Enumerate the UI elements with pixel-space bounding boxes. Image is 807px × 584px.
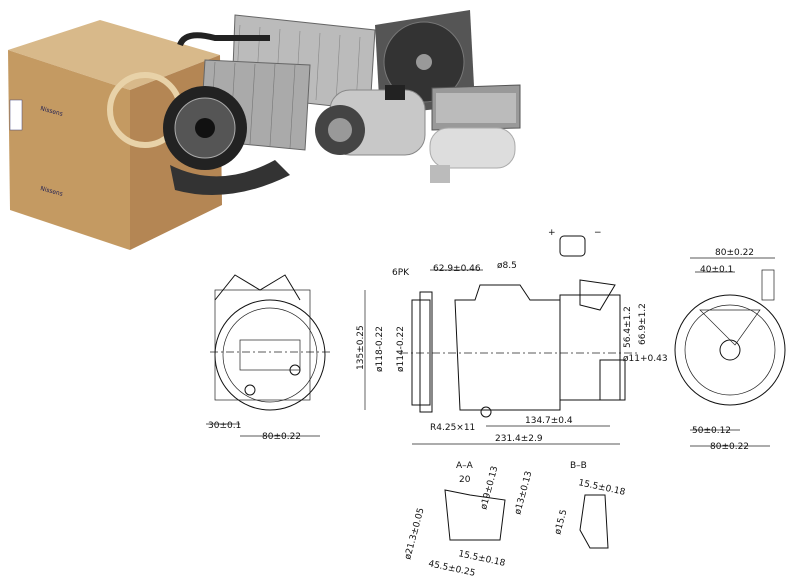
svg-text:6PK: 6PK xyxy=(392,268,410,278)
svg-text:66.9±1.2: 66.9±1.2 xyxy=(638,303,648,345)
svg-text:ø15.5: ø15.5 xyxy=(553,509,569,536)
svg-text:A–A: A–A xyxy=(456,461,474,471)
svg-text:30±0.1: 30±0.1 xyxy=(208,421,241,431)
svg-text:80±0.22: 80±0.22 xyxy=(715,248,754,258)
svg-text:ø8.5: ø8.5 xyxy=(497,261,517,271)
receiver-drier xyxy=(429,127,516,183)
svg-text:ø118-0.22: ø118-0.22 xyxy=(375,326,385,372)
svg-text:134.7±0.4: 134.7±0.4 xyxy=(525,416,573,426)
svg-text:B–B: B–B xyxy=(570,461,587,471)
heater-core xyxy=(431,84,521,131)
left-view-drawing: 30±0.1 80±0.22 xyxy=(206,274,330,442)
section-a-drawing: A–A 20 ø19±0.13 ø13±0.13 ø21.3±0.05 15.5… xyxy=(403,461,534,579)
svg-text:56.4±1.2: 56.4±1.2 xyxy=(623,306,633,348)
svg-text:80±0.22: 80±0.22 xyxy=(710,442,749,452)
ac-compressor xyxy=(315,85,426,156)
svg-text:40±0.1: 40±0.1 xyxy=(700,265,733,275)
svg-text:+: + xyxy=(548,228,556,238)
svg-text:ø13±0.13: ø13±0.13 xyxy=(513,470,534,516)
svg-text:20: 20 xyxy=(459,475,471,485)
connector-icon xyxy=(559,235,586,257)
product-photo: Nissens Nissens xyxy=(8,10,521,250)
svg-text:50±0.12: 50±0.12 xyxy=(692,426,731,436)
svg-text:135±0.25: 135±0.25 xyxy=(356,325,366,370)
side-view-drawing: + − 6PK 62.9±0.46 ø8.5 135±0.25 ø118-0.2… xyxy=(356,228,668,445)
svg-text:ø21.3±0.05: ø21.3±0.05 xyxy=(403,507,426,561)
svg-text:ø11+0.43: ø11+0.43 xyxy=(623,354,668,364)
section-b-drawing: B–B 15.5±0.18 ø15.5 xyxy=(553,461,626,549)
svg-text:62.9±0.46: 62.9±0.46 xyxy=(433,264,481,274)
svg-text:80±0.22: 80±0.22 xyxy=(262,432,301,442)
svg-text:R4.25×11: R4.25×11 xyxy=(430,423,475,433)
blower-fan xyxy=(163,86,290,195)
svg-text:ø19±0.13: ø19±0.13 xyxy=(479,465,500,511)
svg-text:45.5±0.25: 45.5±0.25 xyxy=(427,559,476,579)
svg-text:−: − xyxy=(594,228,602,238)
svg-text:231.4±2.9: 231.4±2.9 xyxy=(495,434,543,444)
front-view-drawing: 80±0.22 40±0.1 50±0.12 80±0.22 xyxy=(674,248,786,452)
svg-text:ø114-0.22: ø114-0.22 xyxy=(396,326,406,372)
